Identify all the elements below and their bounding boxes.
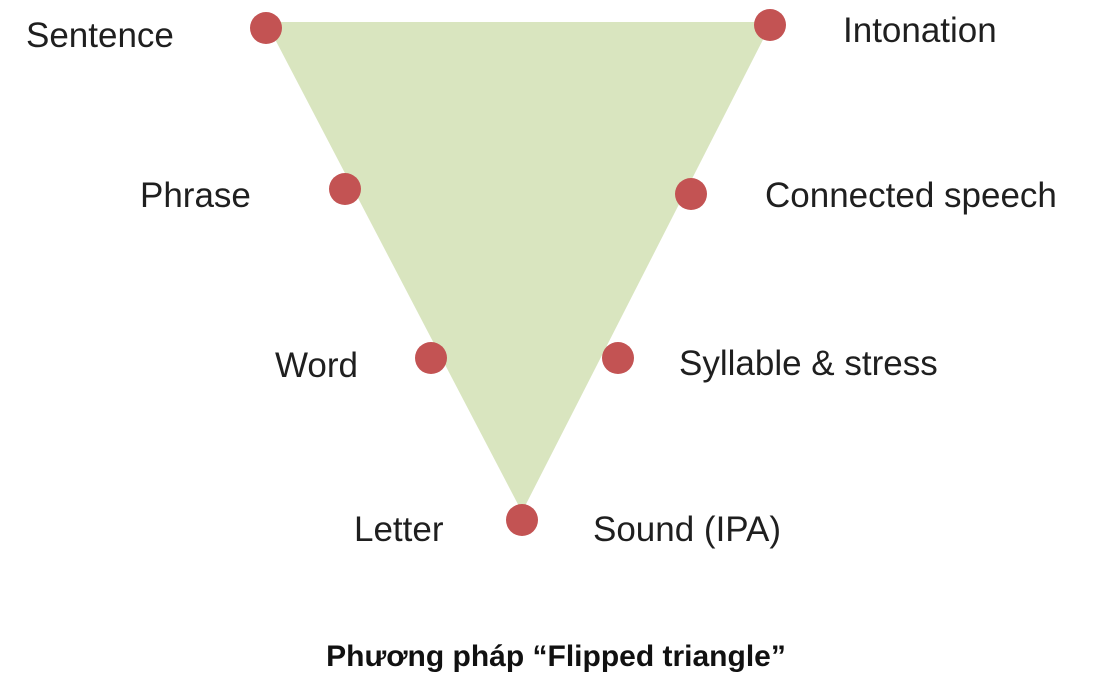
dot-connected-speech xyxy=(675,178,707,210)
dot-letter-sound xyxy=(506,504,538,536)
dot-intonation xyxy=(754,9,786,41)
label-phrase: Phrase xyxy=(140,176,251,215)
dot-phrase xyxy=(329,173,361,205)
label-letter: Letter xyxy=(354,510,444,549)
label-sound-ipa: Sound (IPA) xyxy=(593,510,782,549)
label-connected-speech: Connected speech xyxy=(765,176,1057,215)
dot-sentence xyxy=(250,12,282,44)
label-sentence: Sentence xyxy=(26,16,174,55)
dot-syllable-stress xyxy=(602,342,634,374)
label-word: Word xyxy=(275,346,358,385)
diagram-caption: Phương pháp “Flipped triangle” xyxy=(326,640,786,673)
dot-word xyxy=(415,342,447,374)
label-intonation: Intonation xyxy=(843,11,997,50)
label-syllable-stress: Syllable & stress xyxy=(679,344,938,383)
flipped-triangle-shape xyxy=(266,22,772,512)
